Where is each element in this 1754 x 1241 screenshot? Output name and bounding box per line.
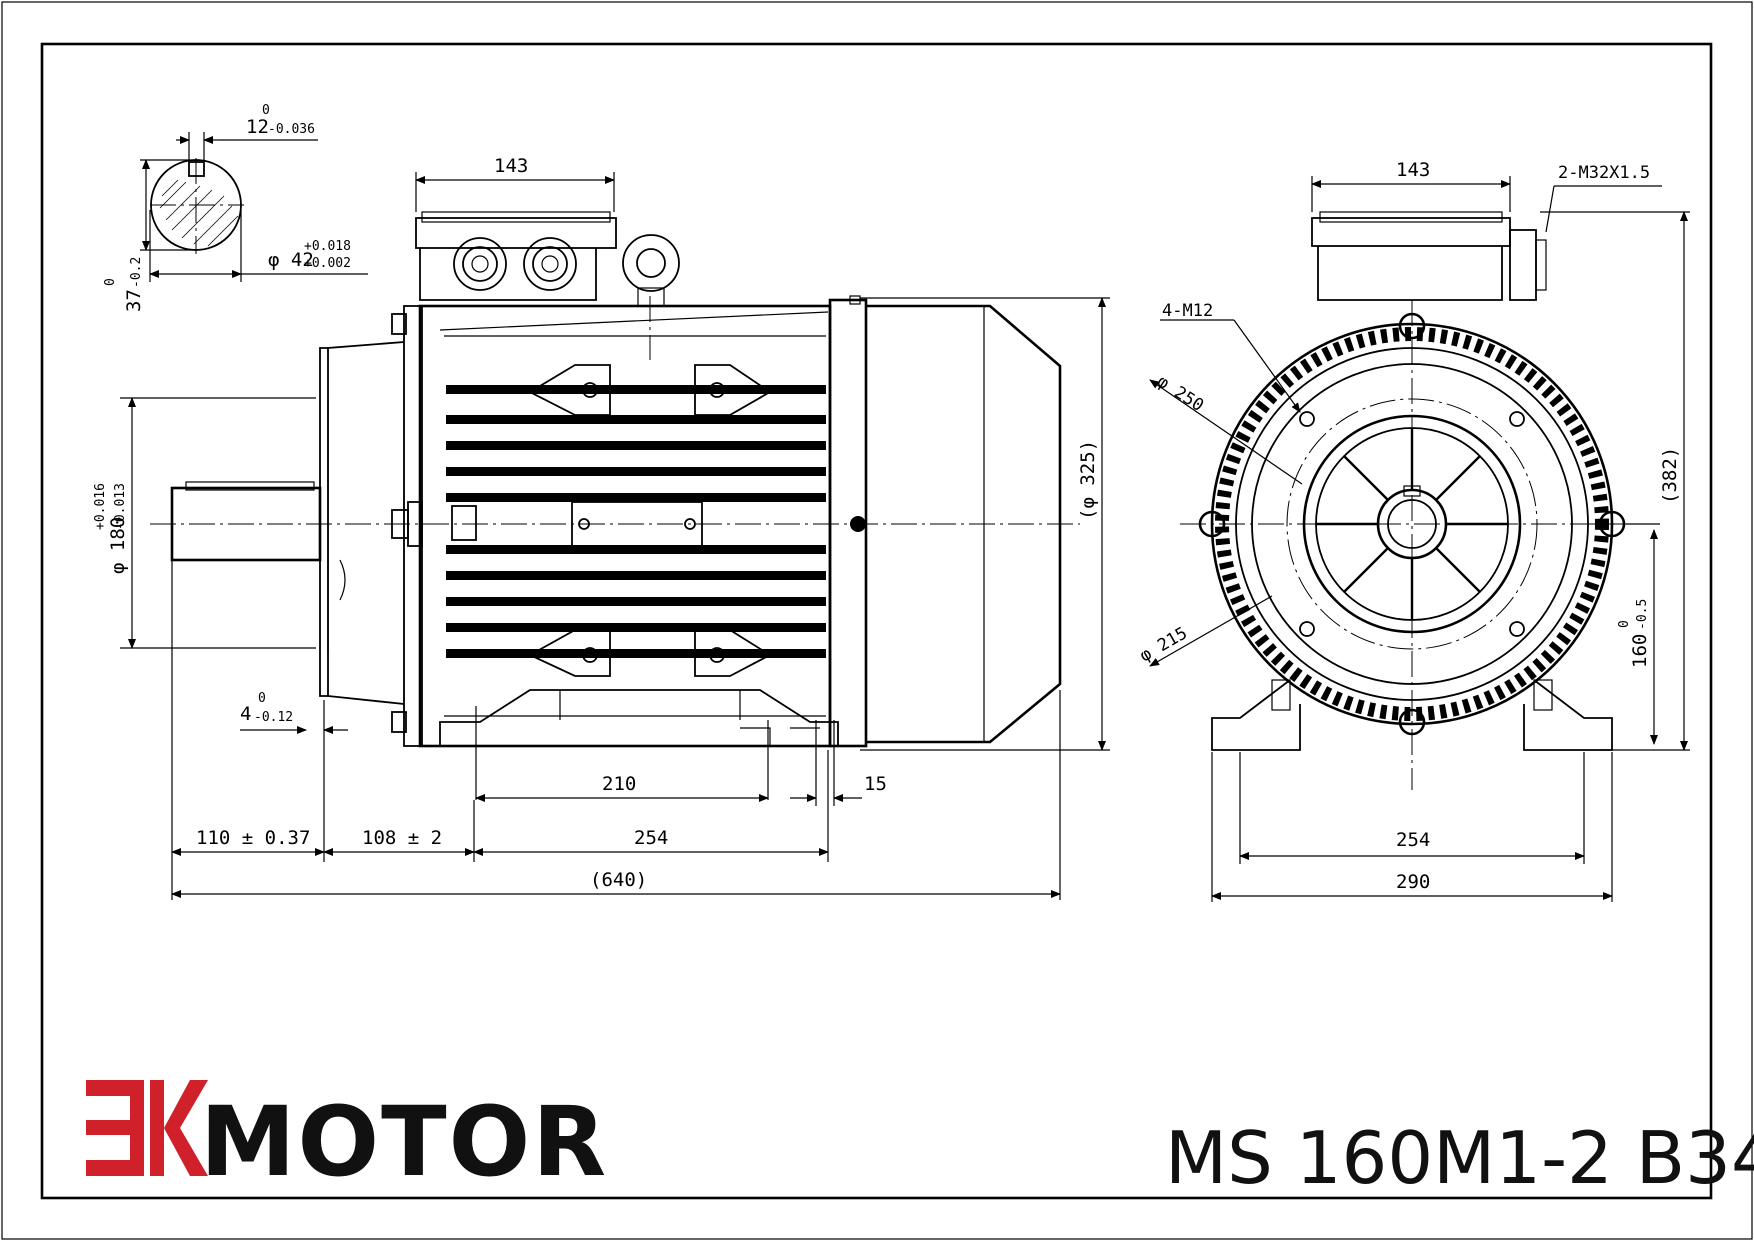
shaft-diameter-value: φ 42 [268, 249, 314, 271]
overall-length-value: (640) [590, 869, 647, 891]
key-depth-tol-lower: -0.2 [129, 257, 144, 288]
spigot-depth-value: 4 [240, 703, 251, 725]
flange-diameter-value: φ 180 [107, 517, 129, 574]
spigot-depth-tol-upper: 0 [258, 691, 266, 706]
side-foot-length-value: 254 [634, 827, 668, 849]
front-overall-height: (382) [1659, 447, 1681, 504]
model-designation: MS 160M1-2 B34 [1165, 1116, 1754, 1200]
shaft-height-value: 160 [1629, 634, 1651, 668]
cable-gland-label: 2-M32X1.5 [1558, 163, 1650, 183]
key-width-tol-upper: 0 [262, 103, 270, 118]
spigot-depth-tol-lower: -0.12 [254, 710, 293, 725]
side-view-drawing [150, 211, 1080, 748]
shaft-diameter-tol-upper: +0.018 [304, 239, 351, 254]
key-depth-tol-upper: 0 [103, 278, 118, 286]
foot-hole-spacing-value: 210 [602, 773, 636, 795]
shaft-to-foot-value: 108 ± 2 [362, 827, 442, 849]
shaft-height-tol-lower: -0.5 [1635, 599, 1650, 630]
shaft-diameter-tol-lower: +0.002 [304, 256, 351, 271]
flange-diameter-tol-lower: -0.013 [113, 483, 128, 530]
front-foot-width: 290 [1396, 871, 1430, 893]
brand-logo: MOTOR [86, 1080, 608, 1198]
front-terminal-box-width: 143 [1396, 159, 1430, 181]
flange-bolts-label: 4-M12 [1162, 301, 1213, 321]
brand-name: MOTOR [200, 1086, 608, 1198]
drawing-frame [40, 42, 1713, 1200]
flange-diameter-tol-upper: +0.016 [93, 483, 108, 530]
side-overall-height: (φ 325) [1077, 440, 1099, 520]
cooling-fins [446, 385, 826, 658]
key-depth-value: 37 [123, 289, 145, 312]
bolt-circle-diameter: φ 250 [1153, 371, 1207, 416]
shaft-length-value: 110 ± 0.37 [196, 827, 310, 849]
spigot-diameter: φ 215 [1137, 623, 1191, 666]
front-view-dimensions [1149, 176, 1690, 902]
ek-mark [86, 1080, 208, 1176]
key-width-value: 12 [246, 116, 269, 138]
front-foot-hole-spacing: 254 [1396, 829, 1430, 851]
foot-hole-offset-value: 15 [864, 773, 887, 795]
shaft-key-section [140, 132, 368, 282]
shaft-height-tol-upper: 0 [1617, 620, 1632, 628]
front-view-drawing [1180, 211, 1650, 790]
side-view-dimensions [120, 172, 1110, 900]
key-width-tol-lower: -0.036 [268, 122, 315, 137]
side-terminal-box-width: 143 [494, 155, 528, 177]
